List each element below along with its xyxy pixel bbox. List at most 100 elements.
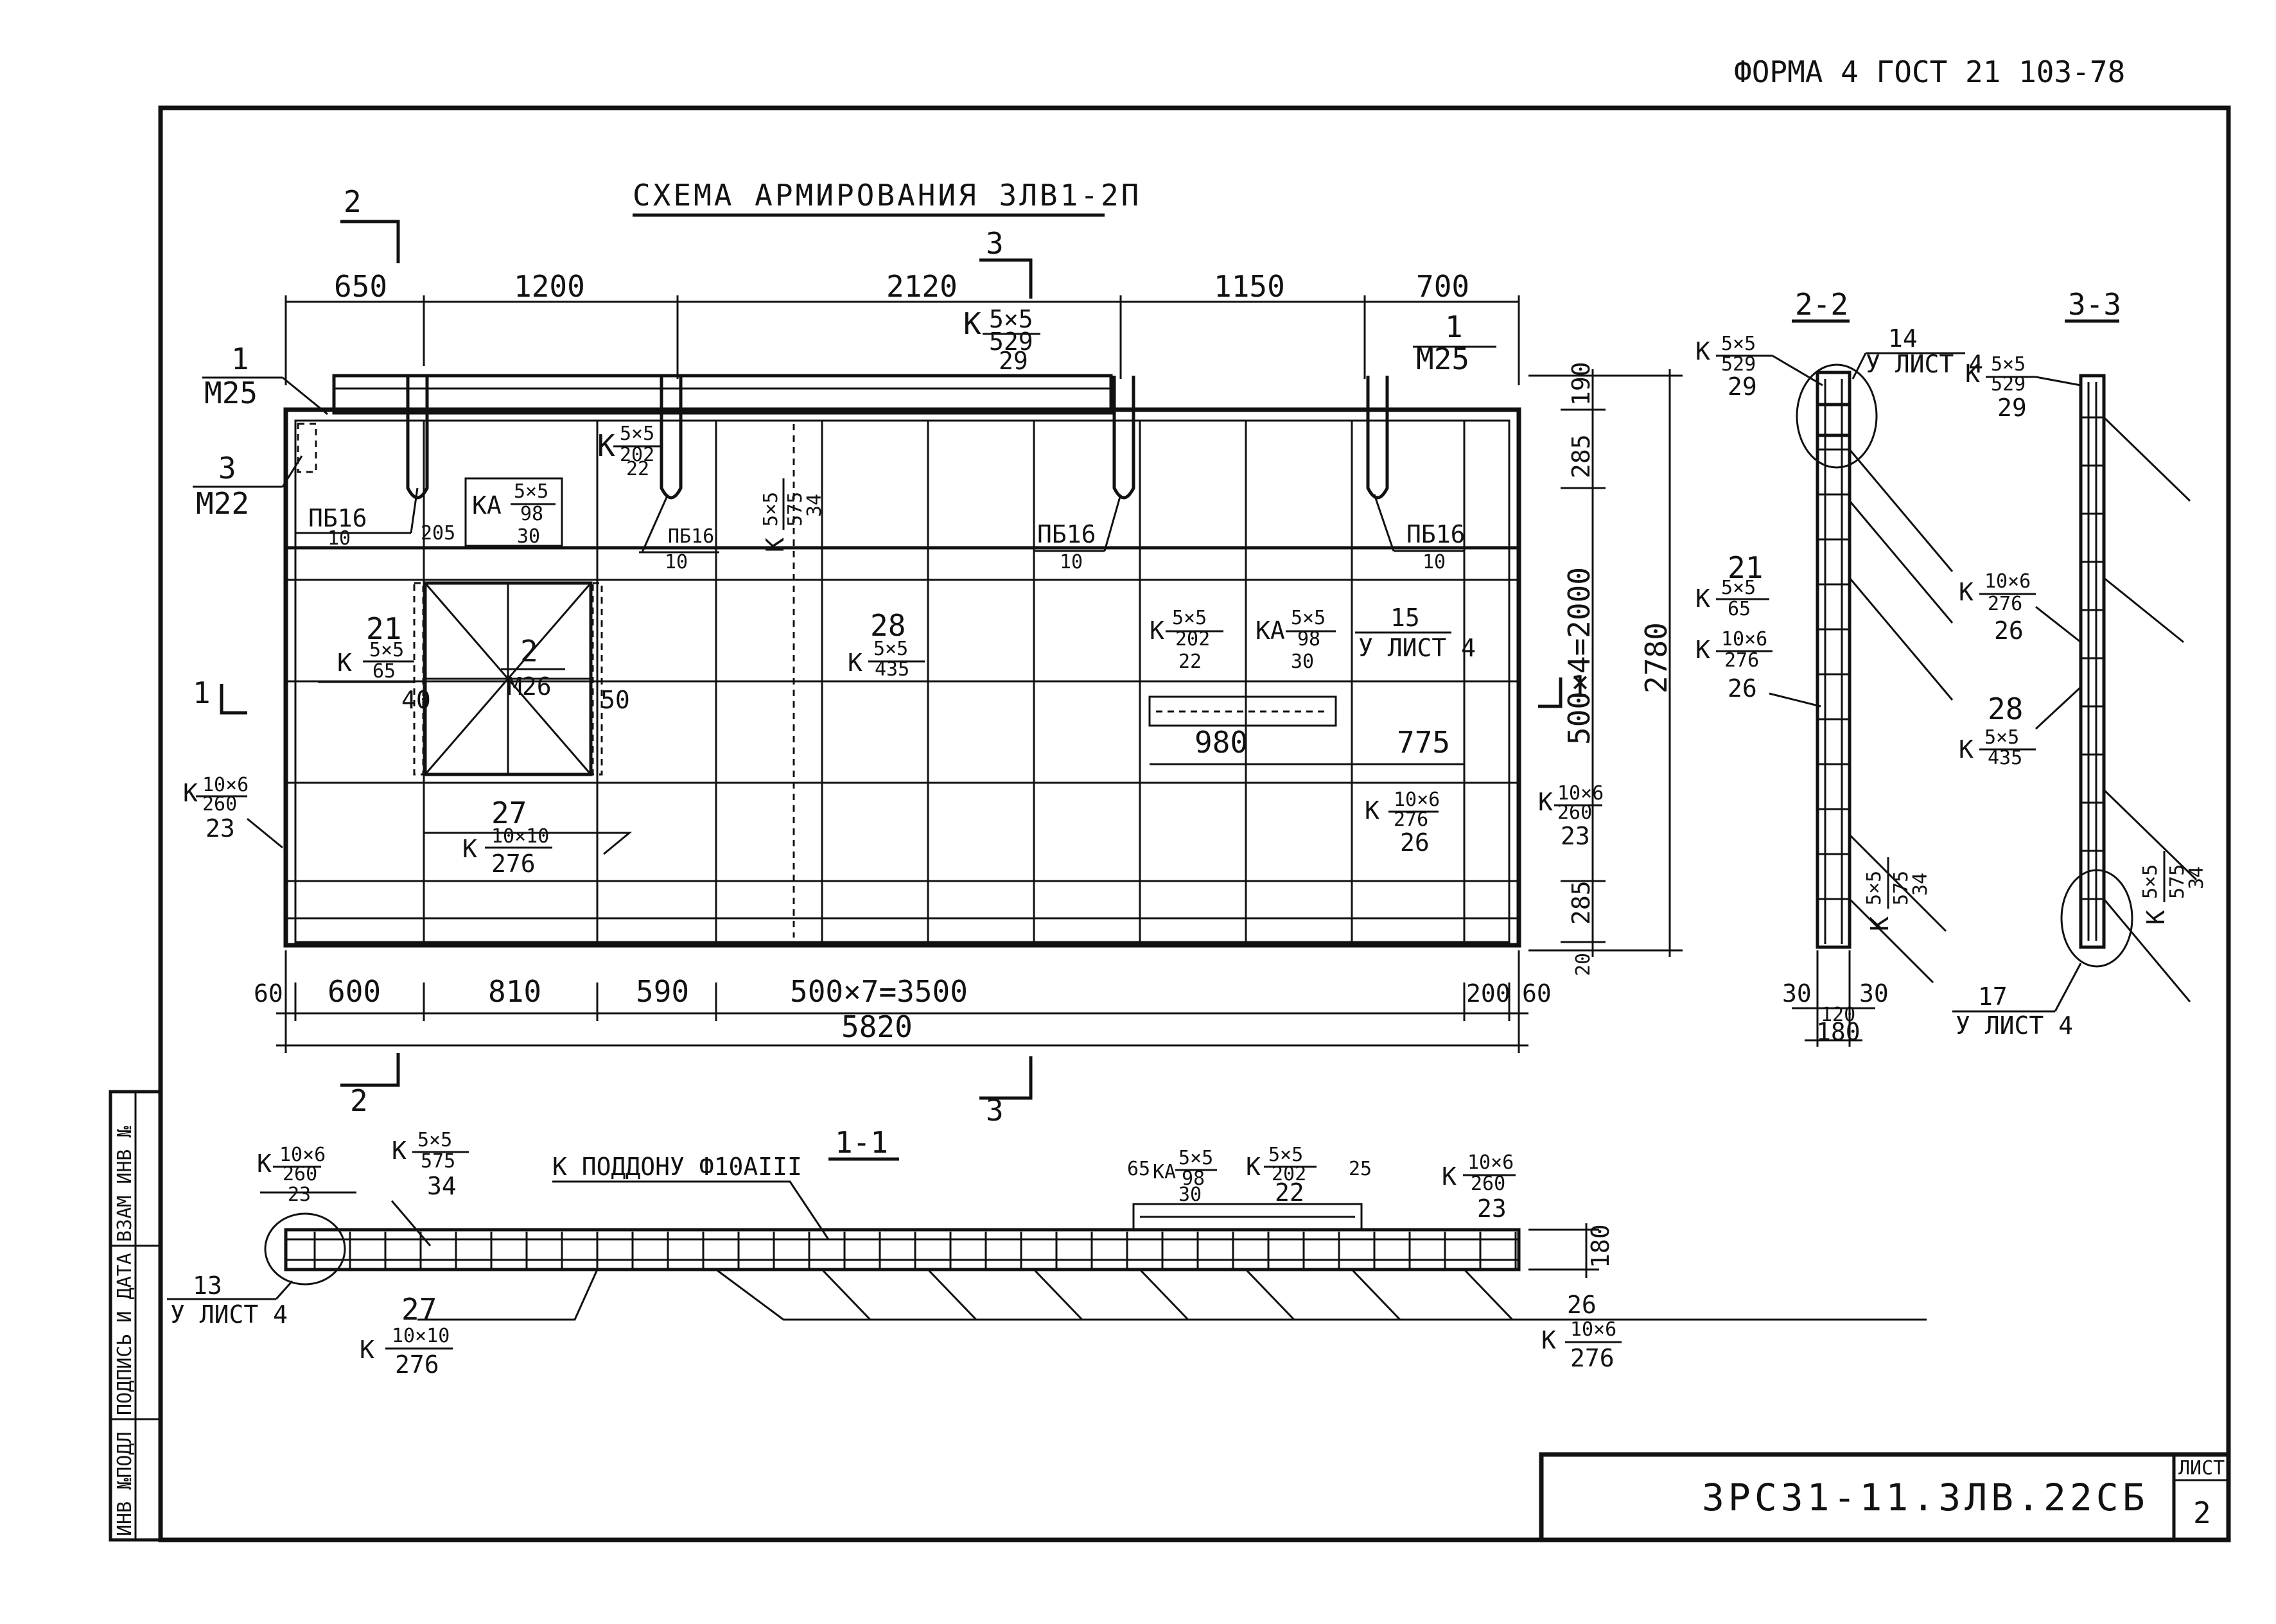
sheet-number: 2 (2193, 1496, 2211, 1530)
callout-m26: 2 М26 (501, 634, 565, 701)
svg-text:180: 180 (1586, 1224, 1615, 1268)
dim-285-top: 285 (1567, 434, 1595, 478)
svg-text:26: 26 (1994, 616, 2024, 645)
dim-590: 590 (636, 974, 689, 1009)
svg-text:У ЛИСТ 4: У ЛИСТ 4 (1866, 350, 1983, 378)
svg-text:ПБ16: ПБ16 (668, 525, 714, 548)
svg-text:276: 276 (1724, 649, 1759, 672)
svg-text:65: 65 (1127, 1158, 1150, 1180)
svg-text:3: 3 (218, 451, 236, 485)
svg-text:М25: М25 (204, 376, 258, 410)
svg-text:260: 260 (1471, 1173, 1505, 1195)
svg-text:1: 1 (193, 676, 211, 710)
dim-3500: 500×7=3500 (790, 974, 968, 1009)
callout-m25-left: 1 М25 (202, 342, 328, 415)
svg-text:5×5: 5×5 (760, 492, 782, 527)
stamp-inv: ИНВ №ПОДЛ (114, 1431, 136, 1536)
svg-text:27: 27 (491, 796, 527, 830)
svg-text:180: 180 (1816, 1018, 1860, 1046)
svg-text:29: 29 (999, 347, 1028, 375)
svg-text:К: К (597, 428, 615, 463)
svg-text:22: 22 (1275, 1178, 1304, 1207)
svg-text:575: 575 (1890, 871, 1913, 905)
svg-text:10: 10 (1060, 551, 1083, 573)
svg-text:ПБ16: ПБ16 (1037, 520, 1096, 548)
svg-text:27: 27 (401, 1292, 437, 1327)
svg-text:775: 775 (1397, 725, 1450, 760)
svg-text:К: К (1442, 1162, 1457, 1191)
svg-text:5×5: 5×5 (1863, 871, 1886, 905)
dim-20: 20 (1572, 953, 1595, 976)
form-stamp: ФОРМА 4 ГОСТ 21 103-78 (1734, 55, 2125, 89)
svg-text:К: К (1959, 735, 1974, 764)
svg-text:435: 435 (1988, 747, 2022, 769)
svg-text:22: 22 (1178, 650, 1202, 673)
svg-text:575: 575 (784, 492, 807, 527)
stamp-vzam: ВЗАМ ИНВ № (114, 1126, 136, 1242)
svg-text:10×6: 10×6 (1721, 628, 1767, 650)
svg-text:260: 260 (283, 1163, 317, 1185)
dim-285-bottom: 285 (1567, 880, 1595, 925)
svg-text:3-3: 3-3 (2068, 287, 2121, 322)
callout-k202-top: К 5×5 202 22 (597, 423, 661, 480)
svg-text:21: 21 (1728, 550, 1763, 585)
svg-text:28: 28 (870, 608, 906, 643)
svg-text:65: 65 (372, 660, 396, 683)
svg-text:5×5: 5×5 (1172, 607, 1207, 629)
svg-text:205: 205 (421, 522, 455, 545)
svg-text:40: 40 (401, 686, 431, 714)
drawing-title: СХЕМА АРМИРОВАНИЯ ЗЛВ1-2П (633, 178, 1141, 213)
svg-text:260: 260 (202, 793, 237, 816)
dim-60-right: 60 (1522, 979, 1552, 1008)
svg-text:5×5: 5×5 (1721, 577, 1756, 599)
svg-text:М22: М22 (196, 486, 249, 521)
svg-text:34: 34 (427, 1172, 457, 1200)
svg-text:529: 529 (1991, 373, 2026, 396)
svg-text:25: 25 (1349, 1158, 1372, 1180)
svg-text:30: 30 (1178, 1183, 1202, 1206)
svg-text:30: 30 (1859, 979, 1889, 1008)
svg-text:К: К (1246, 1153, 1261, 1181)
svg-text:276: 276 (1988, 593, 2022, 615)
svg-text:10×6: 10×6 (1570, 1318, 1616, 1341)
svg-text:5×5: 5×5 (989, 305, 1033, 333)
top-beam (332, 374, 1113, 415)
svg-text:ПБ16: ПБ16 (308, 504, 367, 532)
right-dimensions: 190 285 500×4=2000 285 20 2780 (1528, 362, 1683, 976)
strip-dimensions: 980 775 40 50 (401, 686, 1464, 765)
svg-text:5×5: 5×5 (1178, 1147, 1213, 1169)
svg-text:30: 30 (1782, 979, 1812, 1008)
svg-text:26: 26 (1728, 674, 1757, 703)
svg-text:1: 1 (1570, 669, 1588, 704)
callout-pb16-d: ПБ16 10 (1373, 494, 1466, 573)
main-elevation (283, 374, 1521, 948)
svg-text:5×5: 5×5 (1984, 726, 2019, 749)
callout-k260-left: К 10×6 260 23 (183, 774, 283, 849)
section-1-1: 1-1 180 К 10×6 260 23 К (167, 1125, 1927, 1379)
svg-text:5×5: 5×5 (873, 638, 908, 660)
svg-text:22: 22 (626, 458, 649, 480)
svg-text:10: 10 (1422, 551, 1446, 573)
svg-text:575: 575 (421, 1150, 455, 1173)
svg-text:КА: КА (1153, 1161, 1176, 1183)
cut-marks: 2 2 3 3 1 1 (193, 184, 1588, 1128)
svg-text:К: К (1695, 337, 1710, 365)
svg-text:1: 1 (1445, 310, 1463, 344)
panel-outline (283, 407, 1521, 948)
dim-2780: 2780 (1639, 622, 1674, 694)
svg-text:К: К (1866, 916, 1894, 931)
doc-code: ЗРС31-11.ЗЛВ.22СБ (1702, 1476, 2149, 1519)
dim-60-left: 60 (254, 979, 283, 1008)
svg-text:98: 98 (1297, 628, 1320, 650)
svg-text:ПБ16: ПБ16 (1406, 520, 1466, 548)
svg-text:529: 529 (1721, 353, 1756, 376)
svg-text:К: К (1150, 616, 1164, 645)
svg-text:23: 23 (1477, 1194, 1507, 1223)
svg-text:26: 26 (1400, 828, 1430, 857)
svg-text:30: 30 (1291, 650, 1314, 673)
svg-text:435: 435 (875, 658, 909, 681)
svg-text:23: 23 (206, 814, 235, 843)
svg-text:3: 3 (986, 226, 1004, 261)
svg-text:К: К (1541, 1326, 1556, 1354)
